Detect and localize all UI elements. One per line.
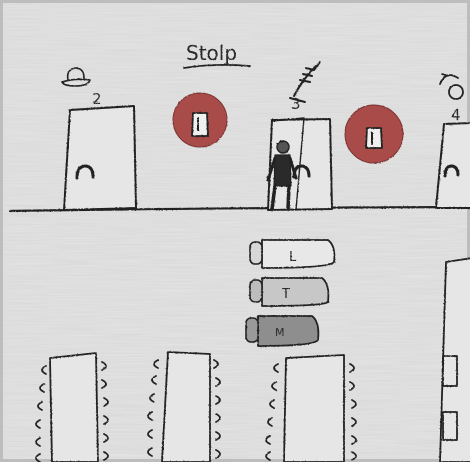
red-lamp-left (173, 93, 227, 147)
room-number-3: 3 (291, 95, 301, 113)
room-number-2: 2 (92, 90, 102, 108)
trolley-l: L (250, 240, 334, 268)
door-room-2 (64, 106, 136, 210)
room-number-4: 4 (451, 106, 461, 124)
red-lamp-right (345, 105, 403, 163)
trolley-t: T (250, 278, 328, 306)
trolley-label-t: T (281, 287, 290, 302)
cabinet (440, 258, 470, 462)
title-text: Stolp (186, 41, 237, 65)
trolley-label-m: M (275, 326, 285, 339)
trolley-label-l: L (289, 250, 297, 265)
